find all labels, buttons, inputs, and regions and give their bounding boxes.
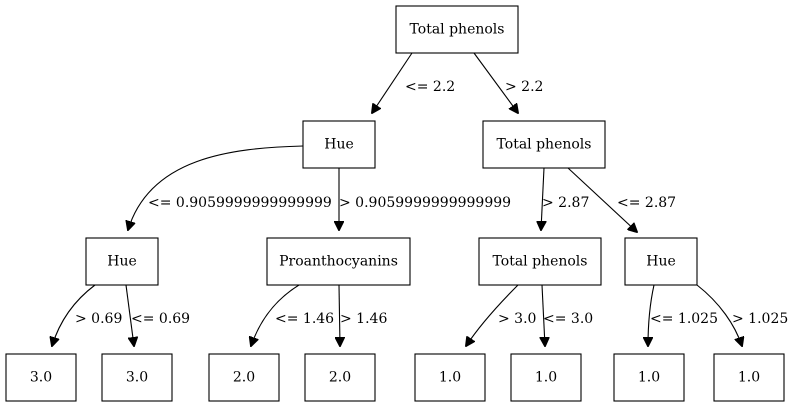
edge-label-n0-n1: <= 2.2 bbox=[405, 79, 455, 95]
node-label-n11: 1.0 bbox=[439, 370, 461, 386]
node-label-n4: Proanthocyanins bbox=[279, 254, 398, 270]
node-label-n1: Hue bbox=[324, 137, 354, 153]
tree-node-n7: 3.0 bbox=[5, 353, 77, 402]
tree-node-n1: Hue bbox=[302, 120, 376, 169]
node-label-n12: 1.0 bbox=[535, 370, 557, 386]
tree-node-n0: Total phenols bbox=[395, 5, 519, 54]
edge-label-n2-n6: <= 2.87 bbox=[617, 195, 676, 211]
edge-n1-n3 bbox=[128, 145, 304, 230]
node-label-n13: 1.0 bbox=[638, 370, 660, 386]
tree-node-n8: 3.0 bbox=[101, 353, 173, 402]
edge-n6-n13 bbox=[648, 284, 655, 346]
tree-node-n2: Total phenols bbox=[482, 120, 606, 169]
edge-label-n6-n14: > 1.025 bbox=[732, 311, 788, 327]
edge-label-n0-n2: > 2.2 bbox=[505, 79, 543, 95]
edge-label-n5-n12: <= 3.0 bbox=[543, 311, 593, 327]
edge-n6-n14 bbox=[696, 284, 742, 346]
edge-n0-n2 bbox=[473, 52, 518, 113]
edge-n4-n9 bbox=[251, 284, 300, 346]
tree-node-n9: 2.0 bbox=[208, 353, 280, 402]
tree-node-n10: 2.0 bbox=[304, 353, 376, 402]
node-label-n0: Total phenols bbox=[410, 22, 505, 38]
edge-label-n4-n9: <= 1.46 bbox=[275, 311, 334, 327]
edge-label-n1-n4: > 0.9059999999999999 bbox=[339, 195, 511, 211]
node-label-n8: 3.0 bbox=[126, 370, 148, 386]
edge-n0-n1 bbox=[372, 52, 413, 113]
edge-label-n2-n5: > 2.87 bbox=[542, 195, 589, 211]
tree-node-n12: 1.0 bbox=[510, 353, 582, 402]
nodes: Total phenols Hue Total phenols Hue Proa… bbox=[5, 5, 785, 402]
node-label-n10: 2.0 bbox=[329, 370, 351, 386]
node-label-n9: 2.0 bbox=[233, 370, 255, 386]
edge-n5-n11 bbox=[466, 284, 519, 346]
edge-label-n5-n11: > 3.0 bbox=[498, 311, 536, 327]
tree-node-n4: Proanthocyanins bbox=[266, 237, 411, 286]
edge-n4-n10 bbox=[339, 284, 340, 346]
edge-label-n4-n10: > 1.46 bbox=[340, 311, 387, 327]
tree-node-n13: 1.0 bbox=[613, 353, 685, 402]
edge-labels: <= 2.2 > 2.2 <= 0.9059999999999999 > 0.9… bbox=[75, 79, 788, 327]
edge-n2-n6 bbox=[567, 167, 637, 232]
node-label-n14: 1.0 bbox=[738, 370, 760, 386]
edge-label-n3-n7: > 0.69 bbox=[75, 311, 122, 327]
node-label-n7: 3.0 bbox=[30, 370, 52, 386]
tree-node-n3: Hue bbox=[85, 237, 159, 286]
edge-n2-n5 bbox=[541, 167, 544, 230]
edge-label-n3-n8: <= 0.69 bbox=[131, 311, 190, 327]
edge-n5-n12 bbox=[542, 284, 545, 346]
edges bbox=[52, 52, 742, 346]
tree-node-n5: Total phenols bbox=[478, 237, 602, 286]
node-label-n6: Hue bbox=[646, 254, 676, 270]
edge-n3-n8 bbox=[125, 284, 134, 346]
tree-node-n11: 1.0 bbox=[414, 353, 486, 402]
node-label-n5: Total phenols bbox=[493, 254, 588, 270]
node-label-n2: Total phenols bbox=[497, 137, 592, 153]
tree-node-n14: 1.0 bbox=[713, 353, 785, 402]
edge-label-n1-n3: <= 0.9059999999999999 bbox=[148, 195, 332, 211]
edge-label-n6-n13: <= 1.025 bbox=[650, 311, 718, 327]
edge-n3-n7 bbox=[52, 284, 96, 346]
node-label-n3: Hue bbox=[107, 254, 137, 270]
tree-node-n6: Hue bbox=[624, 237, 698, 286]
